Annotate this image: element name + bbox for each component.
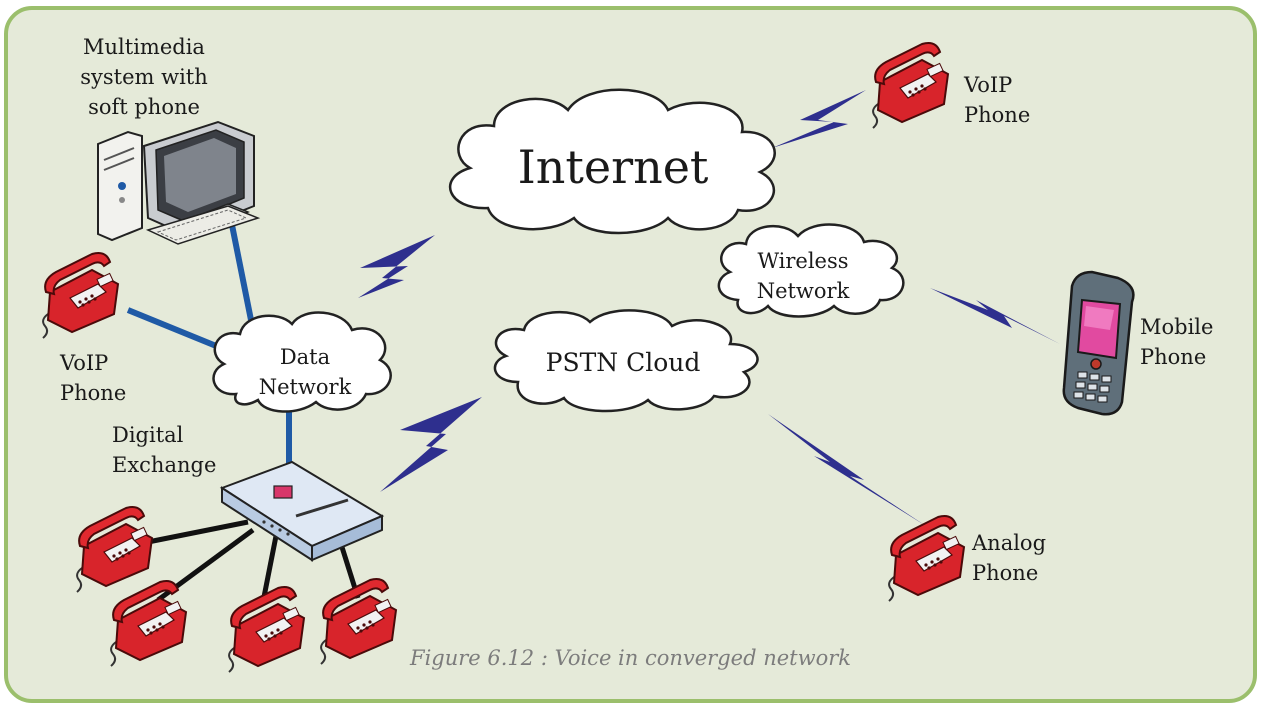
link-exchange-phone-3: [260, 535, 279, 603]
wireless-network-cloud: [717, 223, 905, 318]
multimedia-system-label: Multimedia system with soft phone: [80, 35, 208, 119]
wireless-link-bolt: [768, 414, 926, 526]
analog-phone-icon: [888, 515, 965, 602]
internet-cloud: [449, 88, 776, 235]
wireless-network-label: Wireless Network: [756, 249, 850, 303]
multimedia-computer-icon: [97, 120, 261, 245]
voip-phone-right-icon: [872, 42, 949, 129]
mobile-phone-icon: [1062, 270, 1135, 416]
link-voip-data: [126, 307, 228, 353]
link-pc-data: [227, 214, 256, 331]
data-network-label: Data Network: [258, 345, 352, 399]
internet-label: Internet: [517, 140, 709, 194]
exchange-phone-icon: [76, 506, 153, 593]
wireless-link-bolt: [930, 288, 1060, 344]
data-network-cloud: [212, 311, 392, 413]
wireless-link-bolt: [772, 90, 866, 148]
diagram-canvas: [42, 42, 1135, 673]
figure-caption: Figure 6.12 : Voice in converged network: [410, 646, 851, 670]
mobile-phone-label: Mobile Phone: [1140, 315, 1214, 369]
digital-exchange-label: Digital Exchange: [112, 423, 217, 477]
wireless-link-bolt: [358, 235, 435, 298]
digital-exchange-icon: [219, 460, 385, 562]
wireless-link-bolt: [380, 397, 482, 492]
voip-phone-right-label: VoIP Phone: [964, 73, 1031, 127]
voip-phone-left-icon: [42, 252, 119, 339]
analog-phone-label: Analog Phone: [972, 531, 1047, 585]
pstn-cloud: [493, 309, 759, 413]
figure-panel: Multimedia system with soft phone VoIP P…: [4, 6, 1257, 703]
voip-phone-left-label: VoIP Phone: [60, 351, 127, 405]
pstn-cloud-label: PSTN Cloud: [545, 348, 701, 377]
